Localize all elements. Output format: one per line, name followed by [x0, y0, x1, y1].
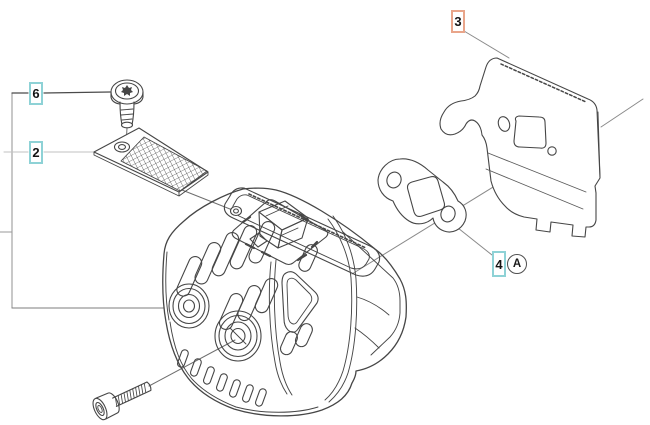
- view-reference-a: A: [507, 254, 527, 274]
- callout-part3[interactable]: 3: [451, 10, 465, 33]
- leader-line-part4: [457, 227, 493, 256]
- leader-line-bolt-axis-lower: [148, 339, 236, 387]
- muffler-port-upper: [168, 283, 210, 329]
- bracket-lines: [0, 91, 165, 309]
- muffler-port-lower: [214, 310, 262, 362]
- leader-line-part2: [181, 189, 236, 212]
- bolt-drawing: [92, 381, 152, 421]
- gasket-drawing: [377, 158, 467, 233]
- torx-star: [121, 85, 133, 96]
- callout-part2[interactable]: 2: [29, 141, 43, 164]
- muffler-drawing: [162, 187, 407, 417]
- muffler-bottom-slots: [176, 349, 267, 407]
- callout-part6[interactable]: 6: [29, 82, 43, 105]
- callout-part4[interactable]: 4: [492, 251, 506, 277]
- screw-part-drawing: [110, 79, 144, 129]
- screen-part-drawing: [93, 127, 209, 197]
- heat-shield-drawing: [439, 57, 601, 238]
- leader-line-part3: [463, 30, 510, 59]
- leader-line-shield-right: [600, 98, 644, 128]
